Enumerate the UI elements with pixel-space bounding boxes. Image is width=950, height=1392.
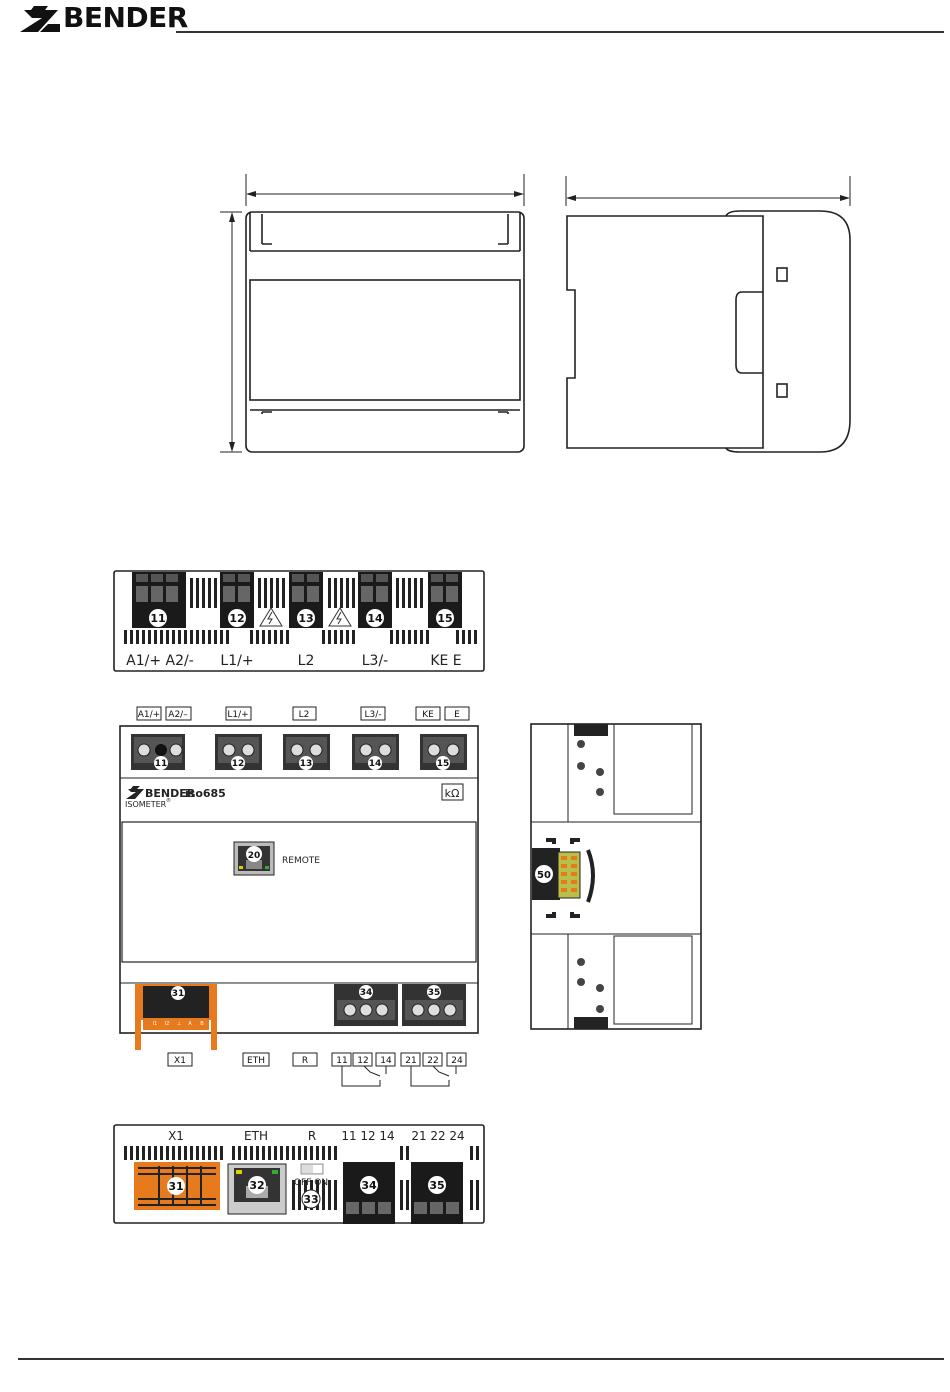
top-view-label: 24 xyxy=(449,1129,464,1143)
top-label: KE xyxy=(422,710,434,720)
device-bottom-view: 11 12 13 14 15 A1/+ A2/- L1/+ L2 L3/- KE… xyxy=(110,566,490,676)
top-view-label: 11 xyxy=(341,1129,356,1143)
bottom-label: 12 xyxy=(357,1056,368,1066)
bottom-label: X1 xyxy=(174,1056,186,1066)
connector-number: 50 xyxy=(537,870,551,881)
terminal-number: 13 xyxy=(298,612,313,625)
bottom-label: 11 xyxy=(336,1056,347,1066)
top-label: A1/+ xyxy=(138,710,160,720)
footer-rule xyxy=(18,1358,944,1360)
unit-label: kΩ xyxy=(445,787,460,800)
bottom-label: ETH xyxy=(247,1056,265,1066)
bottom-label: R xyxy=(302,1056,308,1066)
x1-pin: ⊥ xyxy=(177,1021,181,1027)
device-front-view: A1/+ A2/– L1/+ L2 L3/- KE E 11 12 13 14 xyxy=(110,700,490,1095)
remote-label: REMOTE xyxy=(282,856,320,866)
top-label: E xyxy=(454,710,460,720)
terminal-label: L3/- xyxy=(362,653,388,669)
terminal-number: 14 xyxy=(367,612,383,625)
top-view-label: 22 xyxy=(430,1129,445,1143)
bottom-label: 22 xyxy=(427,1056,438,1066)
top-label: L1/+ xyxy=(227,710,248,720)
top-view-label: 12 xyxy=(360,1129,375,1143)
x1-pin: A xyxy=(188,1021,192,1027)
bottom-label: 24 xyxy=(451,1056,463,1066)
terminal-label: L1/+ xyxy=(220,653,253,669)
remote-port[interactable]: 20 xyxy=(234,842,274,875)
top-view-label: ETH xyxy=(244,1129,268,1143)
top-view-number: 31 xyxy=(168,1180,183,1193)
terminal-number: 14 xyxy=(369,759,382,769)
device-side-view: 50 xyxy=(526,720,706,1035)
trademark: ® xyxy=(166,797,171,804)
bottom-label: 14 xyxy=(380,1056,392,1066)
relay-number: 35 xyxy=(428,988,441,998)
top-view-label: R xyxy=(308,1129,316,1143)
x1-connector[interactable]: 31 I1 I2 ⊥ A B xyxy=(135,984,217,1050)
brand-name: BENDER xyxy=(63,1,188,34)
bottom-label: 21 xyxy=(405,1056,416,1066)
terminal-number: 11 xyxy=(155,759,168,769)
bender-logo-icon xyxy=(18,4,62,34)
relay-number: 34 xyxy=(360,988,373,998)
header-rule xyxy=(176,31,944,33)
terminal-label: L2 xyxy=(298,653,315,669)
device-model: iso685 xyxy=(185,787,226,800)
top-view-label: 21 xyxy=(411,1129,426,1143)
terminal-number: 11 xyxy=(150,612,165,625)
top-view-label: X1 xyxy=(168,1129,184,1143)
terminal-label: A1/+ A2/- xyxy=(126,653,194,669)
remote-number: 20 xyxy=(248,851,261,861)
x1-connector[interactable]: 31 xyxy=(134,1162,220,1210)
top-label: L2 xyxy=(299,710,310,720)
terminal-number: 15 xyxy=(437,612,452,625)
terminal-number: 15 xyxy=(437,759,450,769)
terminal-label: KE E xyxy=(430,653,461,669)
top-label: L3/- xyxy=(364,710,381,720)
x1-pin: I2 xyxy=(165,1021,170,1027)
switch-label: OFF ON xyxy=(294,1178,328,1188)
top-view-number: 33 xyxy=(303,1193,318,1206)
x1-pin: B xyxy=(200,1021,204,1027)
top-view-number: 35 xyxy=(429,1179,444,1192)
x1-number: 31 xyxy=(172,989,185,999)
top-label: A2/– xyxy=(168,710,188,720)
terminal-number: 12 xyxy=(229,612,244,625)
top-view-number: 32 xyxy=(249,1179,264,1192)
top-view-label: 14 xyxy=(379,1129,394,1143)
ethernet-port[interactable]: 32 xyxy=(228,1164,286,1214)
top-view-number: 34 xyxy=(361,1179,377,1192)
x1-pin: I1 xyxy=(153,1021,158,1027)
terminal-number: 13 xyxy=(300,759,313,769)
device-top-view: X1 ETH R 11 12 14 21 22 24 31 xyxy=(110,1120,490,1228)
device-product: ISOMETER xyxy=(125,800,167,809)
dimension-drawings xyxy=(0,160,950,470)
terminal-number: 12 xyxy=(232,759,245,769)
